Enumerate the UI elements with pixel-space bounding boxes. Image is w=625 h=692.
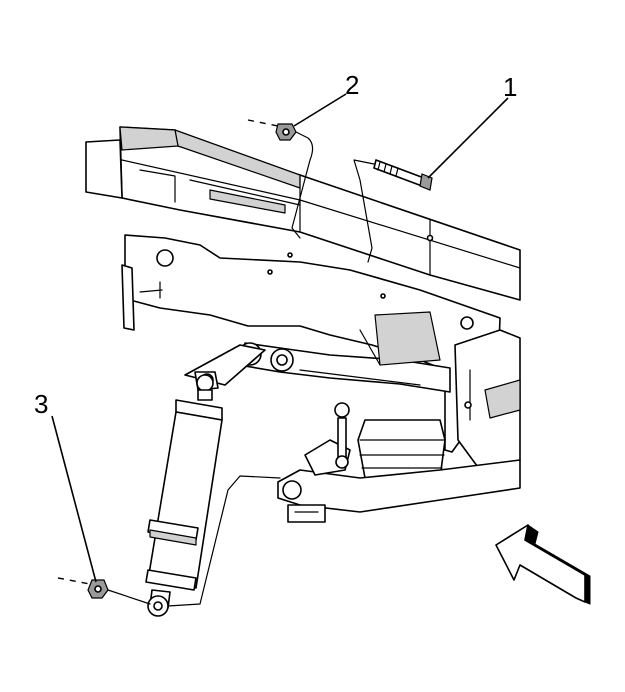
leader-1 (427, 97, 509, 179)
crossmember-bracket (121, 234, 501, 453)
leader-3 (51, 415, 97, 583)
shock-absorber (145, 374, 223, 617)
callout-2: 2 (345, 70, 360, 100)
callout-3: 3 (34, 389, 49, 419)
leader-lines (51, 93, 509, 583)
rear-plate (454, 329, 521, 471)
lower-nut (87, 579, 109, 599)
callout-1: 1 (503, 72, 518, 102)
frame-rail (85, 126, 521, 301)
stabilizer-link (334, 402, 350, 469)
view-direction-arrow-icon (495, 524, 591, 605)
bolt (373, 159, 433, 191)
air-spring (357, 311, 446, 479)
leader-2 (293, 93, 347, 127)
assembly-lines (107, 131, 375, 607)
alignment-lines (57, 119, 279, 585)
upper-nut (275, 123, 297, 141)
